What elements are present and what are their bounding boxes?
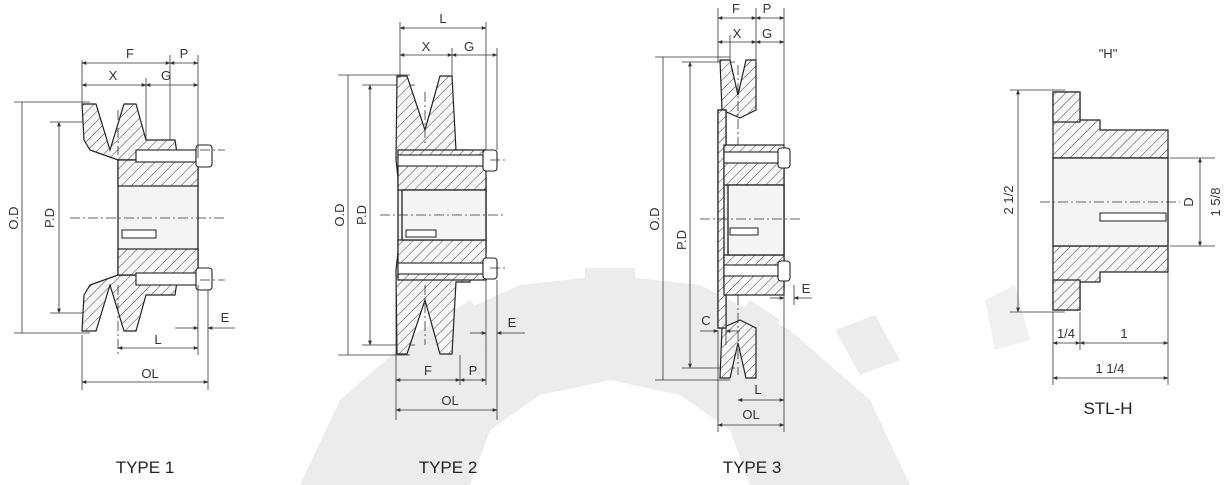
type2-od-label: O.D: [332, 203, 347, 226]
stl-h-header-label: "H": [1099, 46, 1118, 61]
type2-ol-label: OL: [441, 393, 458, 408]
type-2-drawing: [338, 22, 525, 420]
type3-title: TYPE 3: [723, 458, 782, 477]
stl-h-bush-drawing: [1010, 89, 1215, 385]
type1-ol-label: OL: [141, 366, 158, 381]
type3-c-label: C: [701, 313, 710, 328]
type2-l-label: L: [439, 11, 446, 26]
type-3-drawing: [655, 8, 812, 432]
stl-h-overall-label: 1 1/4: [1096, 361, 1125, 376]
type3-e-label: E: [802, 281, 811, 296]
type-1-drawing: [14, 55, 235, 390]
type2-f-label: F: [424, 363, 432, 378]
type2-title: TYPE 2: [419, 458, 478, 477]
type2-pd-label: P.D: [354, 205, 369, 225]
type1-f-label: F: [126, 46, 134, 61]
type2-p-label: P: [469, 363, 478, 378]
stl-h-d-label: D: [1181, 197, 1196, 206]
type2-e-label: E: [508, 315, 517, 330]
type1-pd-label: P.D: [42, 208, 57, 228]
type3-od-label: O.D: [647, 207, 662, 230]
type2-g-label: G: [464, 39, 474, 54]
type3-ol-label: OL: [742, 407, 759, 422]
type1-l-label: L: [154, 332, 161, 347]
type1-od-label: O.D: [6, 206, 21, 229]
stl-h-body-label: 1: [1120, 326, 1127, 341]
type3-p-label: P: [763, 1, 772, 16]
type1-g-label: G: [161, 68, 171, 83]
type1-p-label: P: [180, 46, 189, 61]
type3-pd-label: P.D: [674, 230, 689, 250]
stl-h-flange-label: 1/4: [1057, 326, 1075, 341]
type3-g-label: G: [762, 26, 772, 41]
stl-h-title: STL-H: [1083, 399, 1132, 418]
type1-title: TYPE 1: [116, 458, 175, 477]
type3-x-label: X: [733, 26, 742, 41]
type3-l-label: L: [754, 382, 761, 397]
stl-h-bore-label: 1 5/8: [1208, 188, 1223, 217]
type1-e-label: E: [221, 310, 230, 325]
type3-f-label: F: [732, 1, 740, 16]
stl-h-height-label: 2 1/2: [1001, 186, 1016, 215]
type2-x-label: X: [422, 39, 431, 54]
type1-x-label: X: [109, 68, 118, 83]
